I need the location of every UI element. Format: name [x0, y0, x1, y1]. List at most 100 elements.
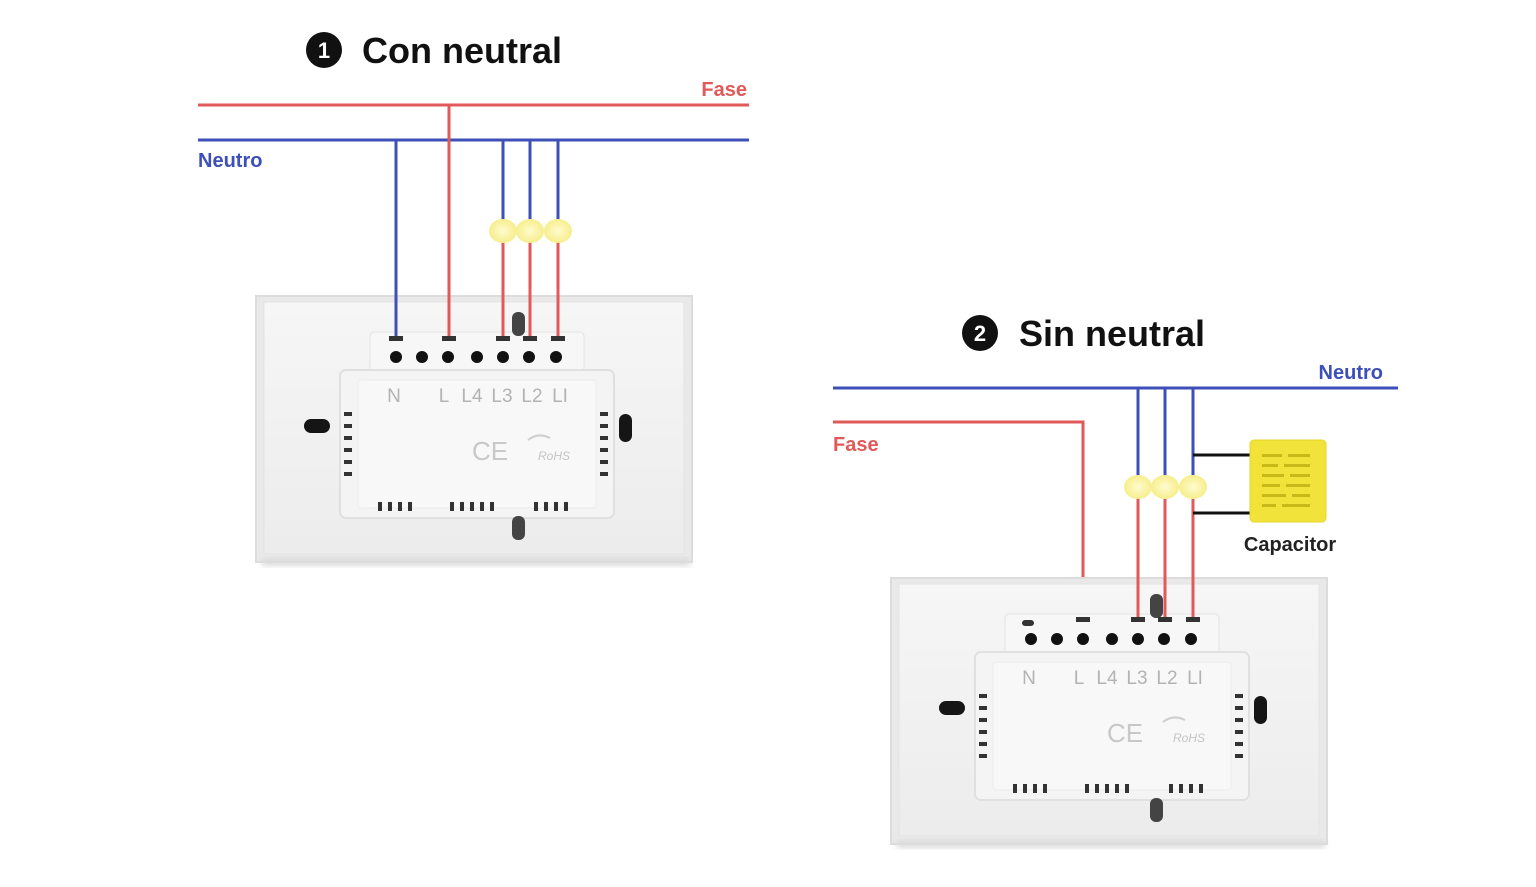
module-label-area	[992, 661, 1232, 791]
terminal-screw	[1051, 633, 1063, 645]
vent-hole	[398, 502, 402, 511]
vent-hole	[979, 694, 987, 698]
wire-ferrule	[1131, 617, 1145, 622]
terminal-screw	[1158, 633, 1170, 645]
wire-ferrule	[551, 336, 565, 341]
vent-holes	[979, 694, 1243, 793]
capacitor-print-line	[1286, 484, 1310, 487]
lamp-icon	[1151, 475, 1179, 499]
lamp-icon	[1124, 475, 1152, 499]
wire-ferrule	[1158, 617, 1172, 622]
diagram2-heading: 2 Sin neutral	[962, 313, 1205, 354]
vent-hole	[600, 412, 608, 416]
terminal-screw	[416, 351, 428, 363]
capacitor-print-line	[1284, 464, 1310, 467]
vent-hole	[1023, 784, 1027, 793]
capacitor-icon	[1249, 439, 1327, 523]
panel-shadow	[262, 558, 690, 566]
switch-panel-2: N L L4 L3 L2 LI CE RoHS	[890, 577, 1328, 848]
vent-hole	[1199, 784, 1203, 793]
terminal-label-l1: LI	[552, 386, 568, 407]
vent-hole	[1235, 718, 1243, 722]
rohs-swoosh-icon	[1162, 716, 1186, 723]
vent-hole	[408, 502, 412, 511]
vent-hole	[344, 472, 352, 476]
vent-hole	[1179, 784, 1183, 793]
diagram1-heading: 1 Con neutral	[306, 30, 562, 71]
vent-hole	[564, 502, 568, 511]
vent-hole	[600, 460, 608, 464]
vent-hole	[1033, 784, 1037, 793]
mounting-slot-bottom	[512, 516, 525, 540]
wire-ferrule	[442, 336, 456, 341]
wire-ferrule	[523, 336, 537, 341]
terminal-screw	[1106, 633, 1118, 645]
terminal-label-n: N	[387, 386, 401, 407]
vent-hole	[600, 448, 608, 452]
vent-hole	[344, 460, 352, 464]
vent-hole	[600, 436, 608, 440]
terminal-screw	[550, 351, 562, 363]
vent-holes	[344, 412, 608, 511]
panel-shadow	[897, 840, 1325, 848]
vent-hole	[470, 502, 474, 511]
lamp-icon	[544, 219, 572, 243]
capacitor-print-line	[1262, 454, 1282, 457]
vent-hole	[344, 412, 352, 416]
badge-number: 2	[974, 321, 986, 346]
terminal-screws	[1025, 633, 1197, 645]
vent-hole	[388, 502, 392, 511]
phase-wire	[833, 420, 1085, 620]
vent-hole	[1115, 784, 1119, 793]
vent-hole	[1235, 694, 1243, 698]
vent-hole	[600, 472, 608, 476]
terminal-screw	[471, 351, 483, 363]
vent-hole	[344, 448, 352, 452]
vent-hole	[1235, 730, 1243, 734]
mounting-slot-top	[1150, 594, 1163, 618]
mounting-slot-left	[304, 419, 330, 433]
vent-hole	[1235, 742, 1243, 746]
capacitor-print-line	[1288, 454, 1310, 457]
terminal-label-l: L	[439, 386, 450, 407]
lamp-icon	[489, 219, 517, 243]
number-badge-2	[962, 315, 998, 351]
phase-label: Fase	[701, 79, 747, 101]
vent-hole	[450, 502, 454, 511]
terminal-screw	[523, 351, 535, 363]
terminal-screw	[1025, 633, 1037, 645]
wire-ferrule	[1186, 617, 1200, 622]
terminal-label-l4: L4	[461, 386, 483, 407]
capacitor-print-line	[1290, 474, 1310, 477]
capacitor-print-line	[1292, 494, 1310, 497]
diagram2-title: Sin neutral	[1019, 313, 1205, 354]
capacitor-print-line	[1282, 504, 1310, 507]
lamps-group-1	[489, 219, 572, 243]
diagram-sin-neutral: 2 Sin neutral Neutro Fase N	[833, 313, 1398, 848]
phase-label: Fase	[833, 434, 879, 456]
vent-hole	[1125, 784, 1129, 793]
vent-hole	[554, 502, 558, 511]
capacitor-print	[1262, 454, 1310, 507]
terminal-label-l3: L3	[491, 386, 512, 407]
capacitor-print-line	[1262, 484, 1280, 487]
vent-hole	[1189, 784, 1193, 793]
indicator-nub	[1022, 620, 1034, 626]
vent-hole	[1105, 784, 1109, 793]
terminal-label-l2: L2	[521, 386, 542, 407]
vent-hole	[1043, 784, 1047, 793]
wire-ends-1	[389, 336, 565, 341]
vent-hole	[378, 502, 382, 511]
mounting-slot-right	[1254, 696, 1267, 724]
terminal-label-l: L	[1074, 668, 1085, 689]
vent-hole	[979, 730, 987, 734]
lamp-icon	[516, 219, 544, 243]
ce-mark: CE	[472, 436, 508, 466]
terminal-label-n: N	[1022, 668, 1036, 689]
mounting-slot-bottom	[1150, 798, 1163, 822]
switch-panel-1: N L L4 L3 L2 LI CE RoHS	[255, 295, 693, 566]
terminal-screw	[1132, 633, 1144, 645]
capacitor-label: Capacitor	[1244, 534, 1336, 556]
rohs-swoosh-icon	[527, 434, 551, 441]
wire-ferrule	[1076, 617, 1090, 622]
